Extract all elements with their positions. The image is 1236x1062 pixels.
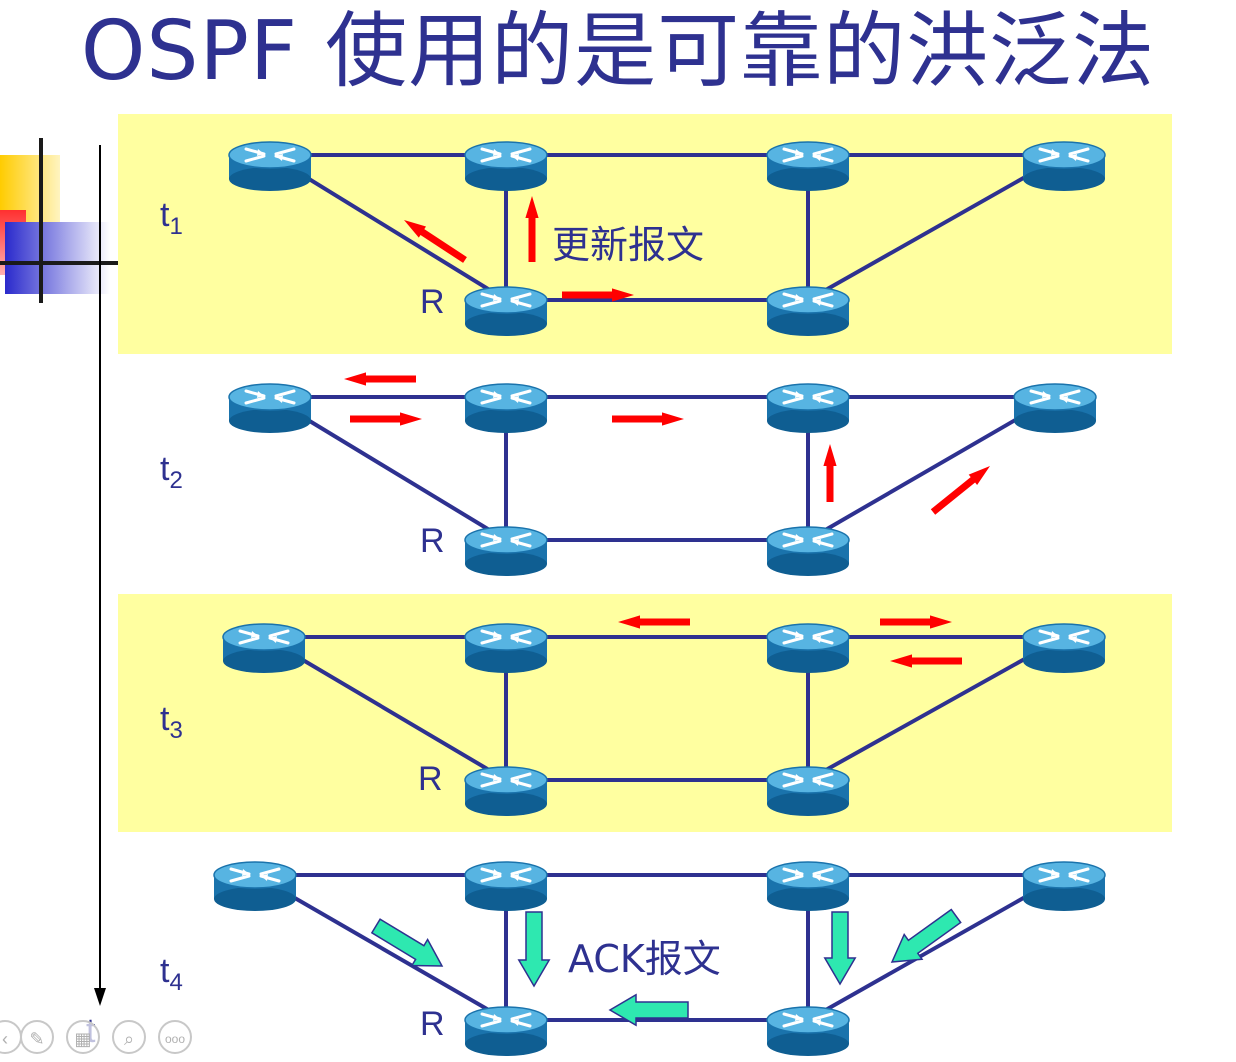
panel-t4-link-A-R [253, 873, 508, 1022]
router-icon [1012, 382, 1098, 435]
router-icon [463, 382, 549, 435]
ack-arrow-icon [608, 993, 689, 1027]
update-message-label: 更新报文 [552, 223, 705, 267]
router-icon [765, 382, 851, 435]
ack-arrow-icon [890, 908, 962, 963]
update-arrow-icon [562, 288, 634, 302]
router-icon [765, 622, 851, 675]
update-arrow-icon [890, 654, 962, 668]
router-icon [463, 765, 549, 818]
ack-arrow-icon [823, 911, 857, 986]
time-axis-arrowhead [94, 988, 106, 1006]
link-layer [253, 153, 1065, 1022]
panel-t3-time-label: t3 [160, 700, 183, 744]
panel-t3-link-D-E [807, 635, 1065, 782]
slides-icon[interactable]: ▦ [66, 1020, 100, 1054]
pen-icon[interactable]: ✎ [20, 1020, 54, 1054]
router-icon [765, 1005, 851, 1058]
router-icon [1021, 140, 1107, 193]
router-icon [765, 140, 851, 193]
update-arrow-icon [525, 196, 539, 262]
arrow-layer [344, 196, 990, 1027]
router-icon [765, 860, 851, 913]
router-icon [463, 622, 549, 675]
panel-t1-link-D-E [807, 153, 1065, 302]
update-arrow-icon [344, 372, 416, 386]
update-arrow-icon [404, 220, 467, 263]
router-layer [212, 140, 1107, 1058]
update-arrow-icon [880, 615, 952, 629]
panel-t2-router-r-label: R [420, 522, 445, 560]
router-icon [463, 525, 549, 578]
zoom-icon[interactable]: ⌕ [112, 1020, 146, 1054]
router-icon [227, 140, 313, 193]
router-icon [463, 1005, 549, 1058]
router-icon [1021, 622, 1107, 675]
router-icon [212, 860, 298, 913]
router-icon [463, 860, 549, 913]
router-icon [463, 140, 549, 193]
corner-decoration [0, 138, 120, 303]
router-icon [765, 285, 851, 338]
panel-t2-time-label: t2 [160, 450, 183, 494]
router-icon [1021, 860, 1107, 913]
router-icon [463, 285, 549, 338]
ack-arrow-icon [517, 911, 551, 988]
router-icon [227, 382, 313, 435]
update-arrow-icon [930, 466, 990, 515]
update-arrow-icon [612, 412, 684, 426]
ack-arrow-icon [370, 918, 444, 967]
update-arrow-icon [823, 444, 837, 502]
more-icon[interactable]: ooo [158, 1020, 192, 1054]
panel-t4-time-label: t4 [160, 952, 183, 996]
router-icon [765, 525, 851, 578]
ack-message-label: ACK报文 [568, 937, 721, 981]
update-arrow-icon [618, 615, 690, 629]
slide-title: OSPF 使用的是可靠的洪泛法 [80, 4, 1156, 99]
router-icon [765, 765, 851, 818]
update-arrow-icon [350, 412, 422, 426]
panel-t2-link-D-E [806, 395, 1057, 542]
panel-t1-router-r-label: R [420, 283, 445, 321]
router-icon [221, 622, 307, 675]
panel-t1-time-label: t1 [160, 196, 183, 240]
panel-t4-link-D-E [807, 873, 1065, 1022]
panel-t3-router-r-label: R [418, 760, 443, 798]
panel-t4-router-r-label: R [420, 1005, 445, 1043]
